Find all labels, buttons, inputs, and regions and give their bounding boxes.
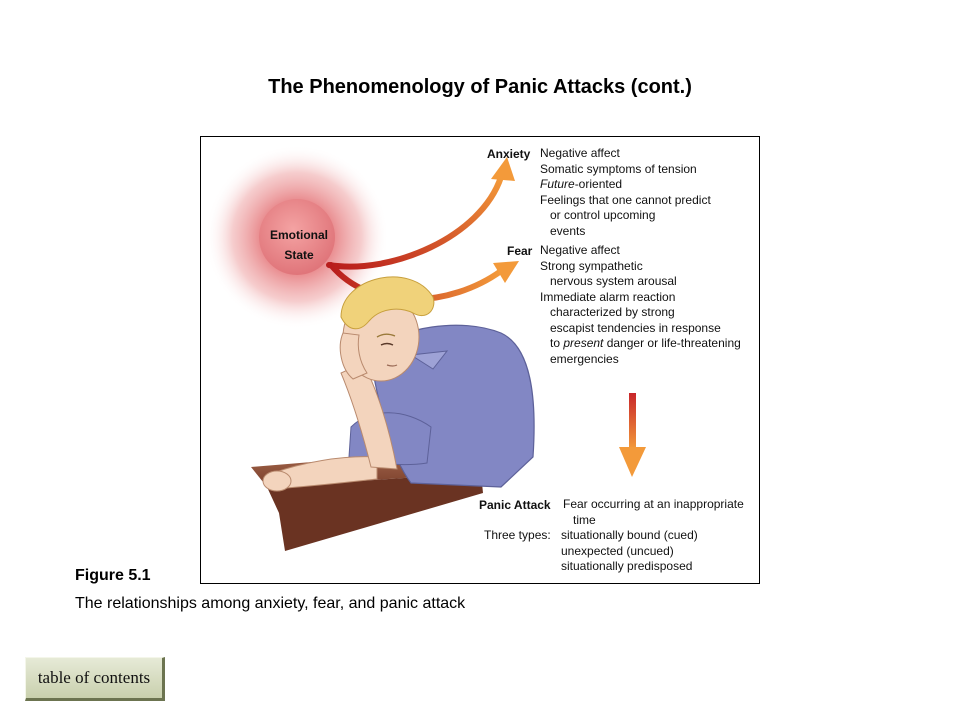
person-mouth [386,364,398,367]
slide-title: The Phenomenology of Panic Attacks (cont… [268,76,692,98]
figure-caption-label: Figure 5.1 [75,567,151,584]
anxiety-arrow [326,174,504,270]
panic-types-list: situationally bound (cued) unexpected (u… [561,528,698,575]
person-hand-on-head [339,332,368,380]
panic-attack-definition: Fear occurring at an inappropriate time [563,497,744,528]
panic-type-predisposed: situationally predisposed [561,559,693,573]
panic-attack-label: Panic Attack [479,498,551,512]
person-brow [376,333,396,338]
person-raised-arm [340,362,398,470]
table-of-contents-button[interactable]: table of contents [25,657,165,701]
emotional-state-line-1: Emotional [270,228,329,242]
fear-arrowhead [493,261,519,283]
anxiety-line-3: Future-oriented [540,177,623,191]
panic-arrow [629,393,636,449]
fear-line-2: Strong sympathetic [540,258,643,273]
emotional-state-label: Emotional State [270,225,328,265]
desk-front [267,473,483,551]
fear-line-7: to present danger or life-threatening [550,336,741,350]
anxiety-line-6: events [550,223,586,238]
anxiety-label: Anxiety [487,147,531,161]
panic-arrowhead [619,447,646,477]
figure-caption-text: The relationships among anxiety, fear, a… [75,595,466,612]
anxiety-line-1: Negative affect [540,146,620,160]
panic-type-uncued: unexpected (uncued) [561,543,674,558]
person-hair [340,276,435,330]
fear-line-5: characterized by strong [550,305,675,319]
person-hand [262,470,292,492]
anxiety-line-4: Feelings that one cannot predict [540,192,711,207]
person-forearm [272,456,378,490]
panic-definition-line-1: Fear occurring at an inappropriate [563,497,744,511]
fear-line-6: escapist tendencies in response [550,320,721,335]
fear-line-4: Immediate alarm reaction [540,289,676,304]
anxiety-line-2: Somatic symptoms of tension [540,161,697,176]
anxiety-line-5: or control upcoming [550,208,656,222]
fear-line-8: emergencies [550,351,619,366]
person-collar [409,350,449,370]
panic-definition-line-2: time [573,512,596,527]
panic-type-cued: situationally bound (cued) [561,528,698,542]
person-eye [380,342,394,346]
fear-label: Fear [507,244,533,258]
fear-line-1: Negative affect [540,243,620,257]
figure-illustration [205,145,646,551]
emotional-state-line-2: State [284,248,314,262]
panic-types-label: Three types: [484,528,551,542]
emotional-state-core [259,199,335,275]
anxiety-arrowhead [491,157,515,181]
fear-line-3: nervous system arousal [550,274,677,288]
